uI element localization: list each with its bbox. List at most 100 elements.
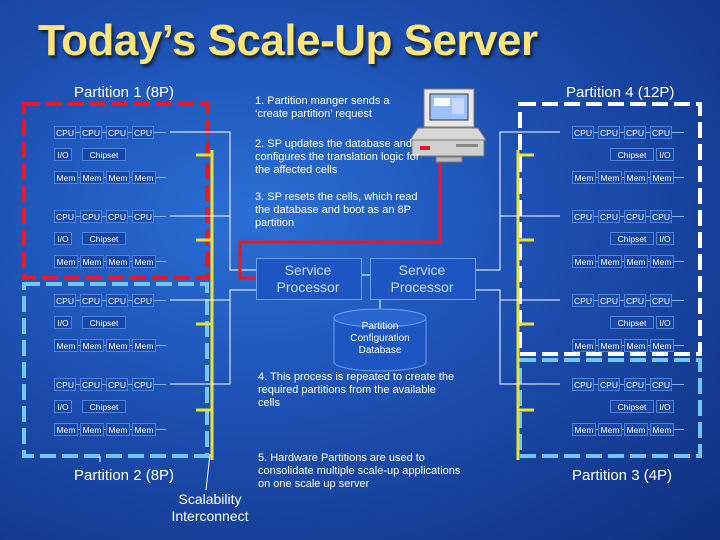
cpu-chip: CPU xyxy=(624,210,646,223)
memory-chip: Mem xyxy=(106,171,130,184)
chipset-chip: Chipset xyxy=(610,316,654,329)
cpu-chip: CPU xyxy=(572,294,594,307)
cpu-chip: CPU xyxy=(106,294,128,307)
cpu-chip: CPU xyxy=(572,126,594,139)
io-chip: I/O xyxy=(54,148,72,161)
partition2-label: Partition 2 (8P) xyxy=(74,467,175,484)
computer-icon xyxy=(409,88,487,163)
memory-chip: Mem xyxy=(650,339,674,352)
memory-chip: Mem xyxy=(624,255,648,268)
cpu-chip: CPU xyxy=(54,378,76,391)
memory-chip: Mem xyxy=(106,423,130,436)
memory-chip: Mem xyxy=(598,171,622,184)
cpu-chip: CPU xyxy=(598,210,620,223)
slide-title: Today’s Scale-Up Server xyxy=(38,16,538,65)
cpu-chip: CPU xyxy=(80,126,102,139)
partition-database-label: Partition Configuration Database xyxy=(350,321,410,356)
scalability-interconnect xyxy=(196,150,534,460)
partition3-label: Partition 3 (4P) xyxy=(572,467,673,484)
memory-chip: Mem xyxy=(650,255,674,268)
memory-chip: Mem xyxy=(650,171,674,184)
memory-chip: Mem xyxy=(54,423,78,436)
memory-chip: Mem xyxy=(650,423,674,436)
memory-chip: Mem xyxy=(106,255,130,268)
memory-chip: Mem xyxy=(54,339,78,352)
io-chip: I/O xyxy=(656,148,674,161)
partition4-border xyxy=(518,102,702,356)
memory-chip: Mem xyxy=(132,423,156,436)
partition2-border xyxy=(22,282,209,458)
service-processor-right: Service Processor xyxy=(390,262,454,295)
cpu-chip: CPU xyxy=(132,126,154,139)
partition4-label: Partition 4 (12P) xyxy=(566,84,675,101)
memory-chip: Mem xyxy=(598,339,622,352)
memory-chip: Mem xyxy=(598,255,622,268)
memory-chip: Mem xyxy=(624,171,648,184)
partition1-border xyxy=(22,102,209,280)
cpu-chip: CPU xyxy=(132,210,154,223)
io-chip: I/O xyxy=(54,400,72,413)
chipset-chip: Chipset xyxy=(82,400,126,413)
step-1: 1. Partition manger sends a ‘create part… xyxy=(255,95,390,120)
memory-chip: Mem xyxy=(80,255,104,268)
cpu-chip: CPU xyxy=(572,378,594,391)
service-processor-left: Service Processor xyxy=(276,262,340,295)
memory-chip: Mem xyxy=(572,423,596,436)
cpu-chip: CPU xyxy=(624,126,646,139)
chipset-chip: Chipset xyxy=(82,316,126,329)
cpu-chip: CPU xyxy=(598,294,620,307)
partition1-label: Partition 1 (8P) xyxy=(74,84,175,101)
cpu-chip: CPU xyxy=(650,126,672,139)
memory-chip: Mem xyxy=(54,255,78,268)
partition3-border xyxy=(518,358,702,458)
cpu-chip: CPU xyxy=(106,210,128,223)
cpu-chip: CPU xyxy=(572,210,594,223)
request-line xyxy=(238,140,442,280)
memory-chip: Mem xyxy=(572,339,596,352)
memory-chip: Mem xyxy=(80,339,104,352)
cpu-chip: CPU xyxy=(106,126,128,139)
step-5: 5. Hardware Partitions are used to conso… xyxy=(258,452,461,490)
cpu-chip: CPU xyxy=(132,378,154,391)
memory-chip: Mem xyxy=(572,255,596,268)
cpu-chip: CPU xyxy=(80,210,102,223)
memory-chip: Mem xyxy=(80,423,104,436)
memory-chip: Mem xyxy=(54,171,78,184)
io-chip: I/O xyxy=(656,316,674,329)
step-2: 2. SP updates the database and configure… xyxy=(255,138,420,176)
io-chip: I/O xyxy=(656,232,674,245)
memory-chip: Mem xyxy=(132,255,156,268)
chipset-chip: Chipset xyxy=(610,148,654,161)
memory-chip: Mem xyxy=(132,339,156,352)
cpu-chip: CPU xyxy=(132,294,154,307)
database-icon xyxy=(333,308,427,372)
cpu-chip: CPU xyxy=(598,378,620,391)
chipset-chip: Chipset xyxy=(610,400,654,413)
memory-chip: Mem xyxy=(624,339,648,352)
io-chip: I/O xyxy=(656,400,674,413)
cpu-chip: CPU xyxy=(624,378,646,391)
cpu-chip: CPU xyxy=(106,378,128,391)
cpu-chip: CPU xyxy=(650,210,672,223)
memory-chip: Mem xyxy=(132,171,156,184)
cpu-chip: CPU xyxy=(80,378,102,391)
memory-chip: Mem xyxy=(598,423,622,436)
chipset-chip: Chipset xyxy=(82,232,126,245)
step-3: 3. SP resets the cells, which read the d… xyxy=(255,191,418,229)
cpu-chip: CPU xyxy=(650,378,672,391)
memory-chip: Mem xyxy=(80,171,104,184)
cpu-chip: CPU xyxy=(624,294,646,307)
io-chip: I/O xyxy=(54,232,72,245)
service-processor-right-box xyxy=(370,258,476,300)
scalability-interconnect-label: Scalability Interconnect xyxy=(171,491,249,524)
cpu-chip: CPU xyxy=(54,294,76,307)
step-4: 4. This process is repeated to create th… xyxy=(258,371,455,409)
